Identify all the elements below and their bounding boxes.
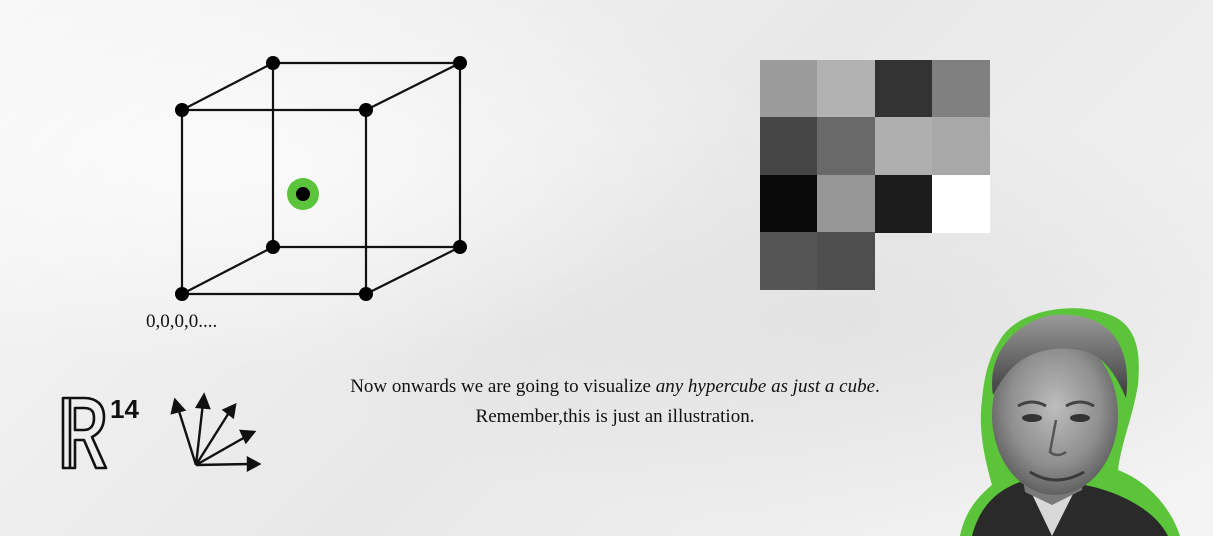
r-letter-icon xyxy=(61,396,108,470)
pixel-cell xyxy=(874,174,933,233)
pixel-cell xyxy=(931,174,990,233)
cube-vertex xyxy=(175,287,189,301)
pixel-cell xyxy=(760,117,818,176)
cube-vertex xyxy=(453,56,467,70)
pixel-cell xyxy=(760,60,818,118)
pixel-cell xyxy=(817,231,876,290)
pixel-grid xyxy=(760,60,990,290)
pixel-cell xyxy=(817,117,876,176)
caption-line-2: Remember,this is just an illustration. xyxy=(475,406,755,427)
caption: Now onwards we are going to visualize an… xyxy=(300,372,930,432)
pixel-cell xyxy=(817,174,876,233)
cube-vertex xyxy=(266,56,280,70)
cube-origin-label: 0,0,0,0.... xyxy=(146,311,218,332)
cube-vertex xyxy=(359,103,373,117)
cube-edges xyxy=(180,61,462,296)
pixel-cell xyxy=(817,60,876,118)
cube-vertex xyxy=(453,240,467,254)
pixel-cell xyxy=(931,117,990,176)
pixel-cell xyxy=(874,60,933,118)
caption-line-1: Now onwards we are going to visualize an… xyxy=(300,372,930,402)
pixel-cell xyxy=(931,60,990,118)
r14-superscript: 14 xyxy=(110,394,139,424)
cube-vertex xyxy=(359,287,373,301)
pixel-cell xyxy=(760,174,818,233)
vectors-icon xyxy=(170,392,262,473)
caption-text: Now onwards we are going to visualize xyxy=(350,376,656,397)
highlighted-point xyxy=(296,187,310,201)
cube-vertex xyxy=(266,240,280,254)
presenter-photo xyxy=(960,308,1180,536)
caption-emphasis: any hypercube as just a cube xyxy=(655,376,876,397)
pixel-cell xyxy=(760,231,818,290)
cube-diagram xyxy=(175,56,467,301)
caption-period: . xyxy=(875,376,880,397)
cube-vertex xyxy=(175,103,189,117)
r14-space-icon: 14 xyxy=(61,392,262,473)
pixel-cell xyxy=(874,117,933,176)
